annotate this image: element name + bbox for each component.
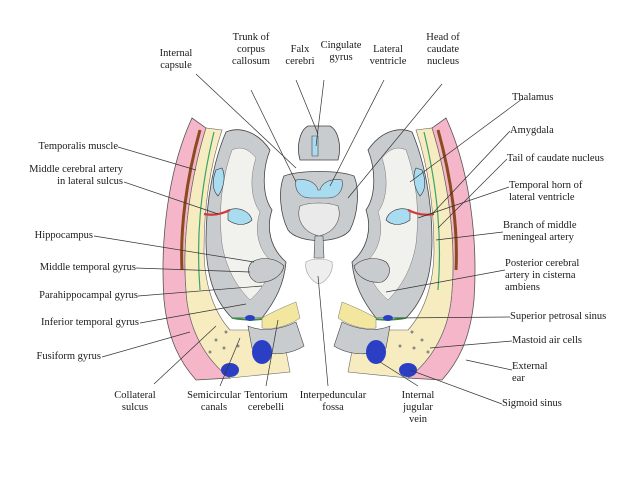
label-thalamus: Thalamus <box>512 92 554 103</box>
left-superior-petrosal-sinus <box>245 315 255 321</box>
interpeduncular-fossa-shape <box>305 258 333 285</box>
right-jugular-vein <box>366 340 386 364</box>
label-mastoid-air-cells: Mastoid air cells <box>512 335 582 346</box>
left-csf-lining <box>212 167 225 197</box>
right-cisterna <box>337 301 377 329</box>
label-amygdala: Amygdala <box>510 125 554 136</box>
left-hippocampus <box>248 258 285 283</box>
label-inferior-temporal-gyrus: Inferior temporal gyrus <box>41 317 139 328</box>
right-hippocampus <box>353 258 390 283</box>
right-superior-petrosal-sinus <box>383 315 393 321</box>
right-temporal-horn <box>385 208 411 225</box>
right-dura <box>423 131 441 291</box>
label-tail-caudate-nucleus: Tail of caudate nucleus <box>507 153 604 164</box>
right-middle-cerebral-artery <box>407 209 435 216</box>
leader-lines <box>93 73 523 405</box>
midline-stem <box>313 235 325 259</box>
label-fusiform-gyrus: Fusiform gyrus <box>36 351 101 362</box>
left-temporalis-band <box>180 129 202 271</box>
label-superior-petrosal-sinus: Superior petrosal sinus <box>510 311 607 322</box>
left-cisterna <box>261 301 301 329</box>
left-sigmoid-sinus <box>221 363 239 377</box>
left-skull-bone <box>184 127 291 379</box>
right-skull-bone <box>347 127 454 379</box>
right-sigmoid-sinus <box>399 363 417 377</box>
mastoid-air-cells-dots <box>208 330 430 354</box>
right-csf-lining <box>413 167 426 197</box>
right-temporalis-band <box>436 129 458 271</box>
label-sigmoid-sinus: Sigmoid sinus <box>502 398 562 409</box>
label-hippocampus: Hippocampus <box>34 230 93 241</box>
falx-cerebri <box>298 125 340 161</box>
label-middle-temporal-gyrus: Middle temporal gyrus <box>39 262 136 273</box>
left-jugular-vein <box>252 340 272 364</box>
label-temporalis-muscle: Temporalis muscle <box>38 141 118 152</box>
left-dura <box>197 131 215 291</box>
label-parahippocampal-gyrus: Parahippocampal gyrus <box>39 290 138 301</box>
thalamus <box>298 202 340 237</box>
left-temporal-horn <box>227 208 253 225</box>
